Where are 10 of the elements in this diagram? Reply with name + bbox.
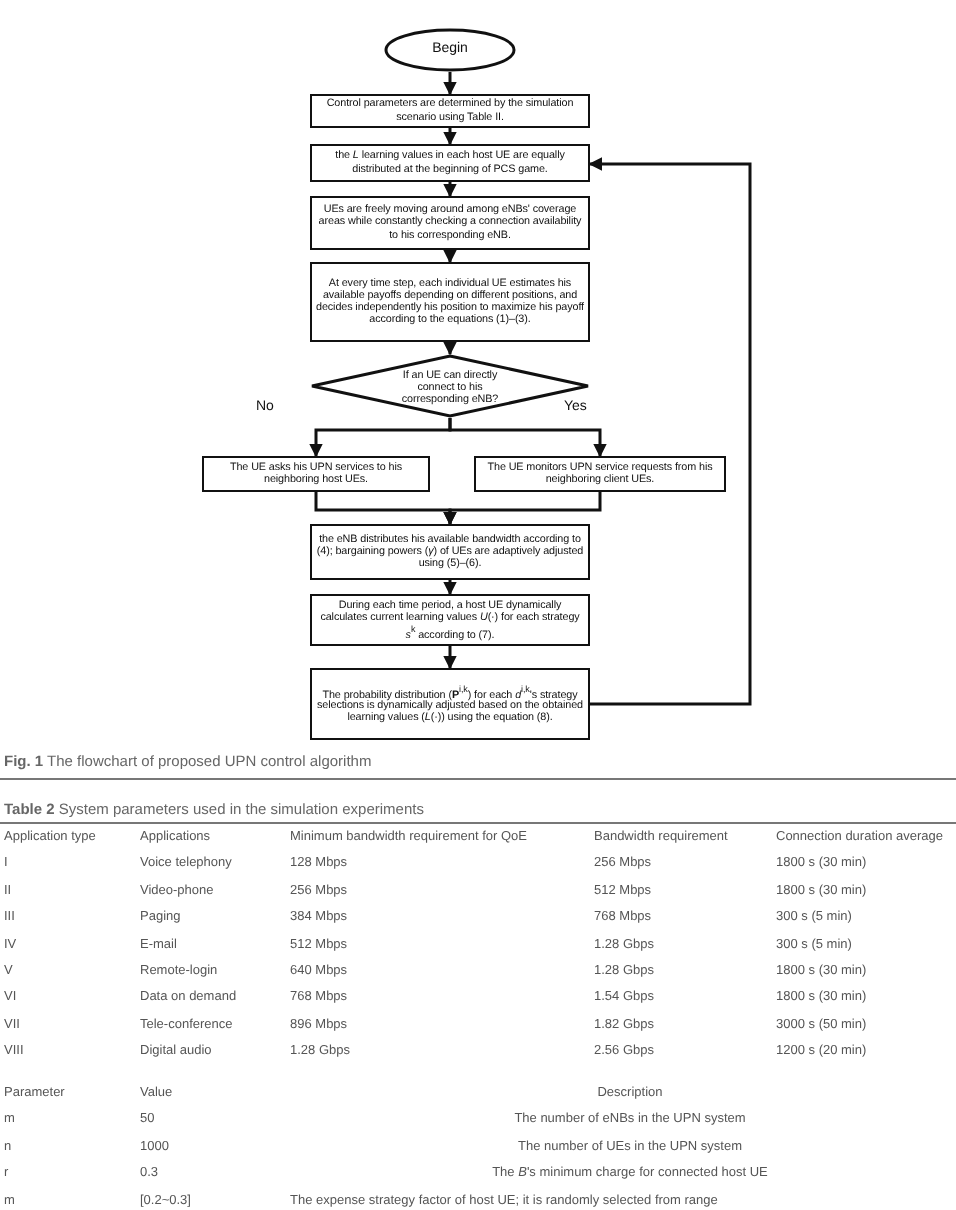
arrow: [443, 72, 457, 96]
arrow: [588, 157, 752, 706]
arrow: [443, 249, 457, 264]
arrow: [443, 341, 457, 356]
arrow: [443, 182, 457, 198]
arrow: [443, 646, 457, 670]
arrow: [443, 580, 457, 596]
arrow: [443, 128, 457, 146]
arrow: [443, 492, 602, 526]
arrow: [448, 418, 607, 458]
